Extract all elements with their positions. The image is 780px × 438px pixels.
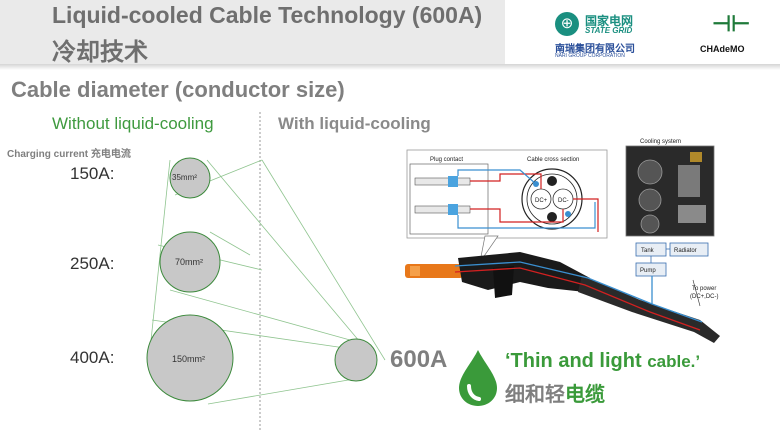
dc-minus-label: DC- xyxy=(558,198,569,204)
title-band xyxy=(0,0,505,64)
header-bar: Liquid-cooled Cable Technology (600A) 冷却… xyxy=(0,0,780,66)
slogan-english-cable: cable.’ xyxy=(647,352,701,371)
charging-gun xyxy=(405,252,720,343)
state-grid-logo: ⊕ 国家电网 STATE GRID 南瑞集团有限公司 NARI GROUP CO… xyxy=(555,12,685,59)
state-grid-name-en: STATE GRID xyxy=(585,26,633,35)
tank-label: Tank xyxy=(641,248,655,254)
cooling-system-diagram: Plug contact Cable cross section DC+ DC- xyxy=(405,139,720,343)
chademo-logo: ⊣⊢ CHAdeMO xyxy=(700,12,760,58)
water-drop-icon xyxy=(459,350,497,406)
current-label-150a: 150A: xyxy=(70,164,115,183)
charging-current-label: Charging current 充电电流 xyxy=(7,149,131,160)
slogan-chinese: 细和轻电缆 xyxy=(505,378,605,407)
page-title: Liquid-cooled Cable Technology (600A) xyxy=(52,2,483,28)
to-power-detail-label: (DC+,DC-) xyxy=(690,294,719,300)
state-grid-name-cn: 国家电网 xyxy=(585,14,634,28)
pump-label: Pump xyxy=(640,268,656,274)
size-label-70mm: 70mm² xyxy=(175,257,203,267)
plug-contact-label: Plug contact xyxy=(430,157,463,163)
conductor-circle-70mm xyxy=(159,231,221,293)
conductor-circle-35mm xyxy=(169,157,211,199)
radiator-box xyxy=(669,242,709,257)
size-label-35mm: 35mm² xyxy=(172,173,197,182)
liquid-cooled-current-label: 600A xyxy=(390,346,448,373)
chademo-name: CHAdeMO xyxy=(700,44,745,54)
chademo-plug-icon: ⊣⊢ xyxy=(712,11,751,36)
to-power-label: To power xyxy=(692,286,716,292)
slogan-chinese-cable: 电缆 xyxy=(565,384,605,406)
slogan-chinese-main: 细和轻 xyxy=(505,384,565,406)
header-shadow xyxy=(0,64,780,70)
dc-plus-label: DC+ xyxy=(535,198,548,204)
plug-contact-box xyxy=(409,163,489,235)
column-header-with-cooling: With liquid-cooling xyxy=(278,114,431,133)
cable-cross-section-label: Cable cross section xyxy=(527,157,579,163)
state-grid-emblem-icon: ⊕ xyxy=(555,12,579,36)
size-label-150mm: 150mm² xyxy=(172,354,205,364)
conductor-circle-150mm xyxy=(146,314,234,402)
nari-name-cn: 南瑞集团有限公司 xyxy=(555,44,635,55)
cooling-system-label: Cooling system xyxy=(640,139,681,145)
comparison-guide-lines xyxy=(149,159,386,405)
slogan-english-main: ‘Thin and light xyxy=(505,350,648,372)
nari-name-en: NARI GROUP CORPORATION xyxy=(555,53,625,59)
column-header-without-cooling: Without liquid-cooling xyxy=(52,114,214,133)
section-subtitle: Cable diameter (conductor size) xyxy=(11,77,345,102)
page-title-cn: 冷却技术 xyxy=(52,39,148,66)
slogan-english: ‘Thin and light cable.’ xyxy=(505,350,700,373)
radiator-label: Radiator xyxy=(674,248,697,254)
current-label-400a: 400A: xyxy=(70,348,115,367)
current-label-250a: 250A: xyxy=(70,254,115,273)
conductor-circle-liquid-cooled xyxy=(334,338,378,382)
